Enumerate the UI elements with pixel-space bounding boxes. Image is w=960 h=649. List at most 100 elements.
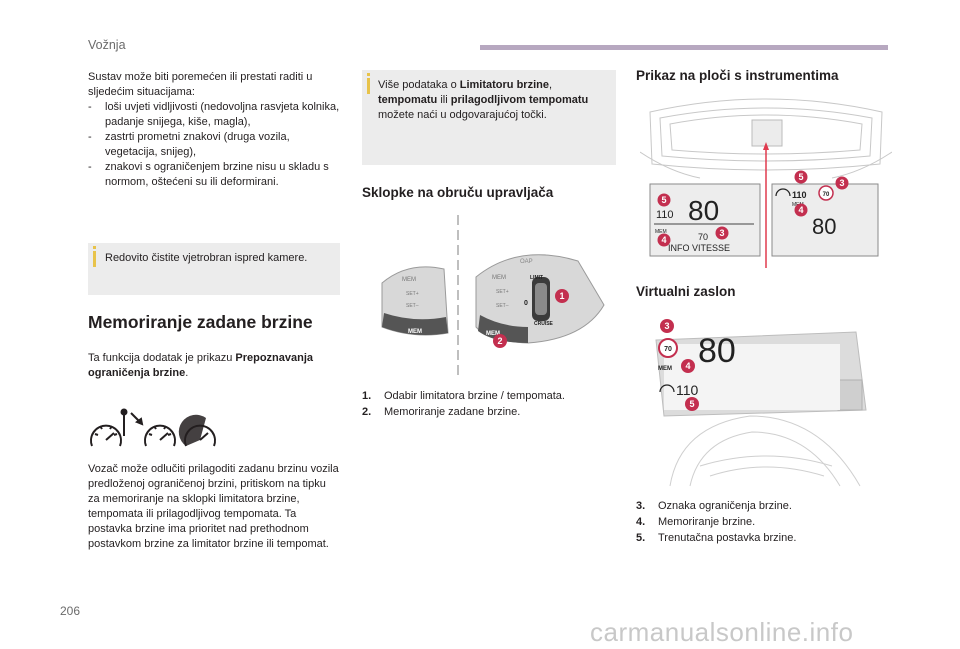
instrument-cluster-illustration: 110 80 MEM 70 INFO VITESSE 5 3 4 110 MEM… xyxy=(640,98,892,268)
dashboard-outline xyxy=(640,98,892,179)
set-speed-text: 110 xyxy=(676,382,699,398)
set-plus-label: SET+ xyxy=(406,291,419,297)
speedometer-filled-icon xyxy=(178,414,216,447)
callout-2: 2 xyxy=(493,334,507,348)
list-item: zastrti prometni znakovi (druga vozila, … xyxy=(88,130,340,160)
right-stalk: OAP MEM MEM SET+ SET– LIMIT 0 CRUISE xyxy=(475,254,605,344)
section-heading: Sklopke na obruču upravljača xyxy=(362,185,554,200)
set-plus-label: SET+ xyxy=(496,289,509,295)
info-icon xyxy=(367,73,370,94)
svg-text:5: 5 xyxy=(661,195,666,205)
steering-stalk-illustration: MEM MEM SET+ SET– OAP MEM MEM SET+ SET– … xyxy=(381,215,605,380)
limit-sign-icon xyxy=(818,185,834,201)
left-stalk: MEM MEM SET+ SET– xyxy=(381,266,449,336)
note-box-camera: Redovito čistite vjetrobran ispred kamer… xyxy=(88,243,340,295)
switch-legend: 1.Odabir limitatora brzine / tempomata. … xyxy=(362,388,616,420)
text-span: Ta funkcija dodatak je prikazu xyxy=(88,352,236,364)
svg-text:2: 2 xyxy=(497,336,502,346)
cluster-display-right: 110 MEM 70 80 5 3 4 xyxy=(771,170,879,257)
legend-number: 4. xyxy=(636,516,646,528)
legend-text: Trenutačna postavka brzine. xyxy=(658,532,797,544)
section-label: Vožnja xyxy=(88,38,126,52)
limit-value: 70 xyxy=(698,232,708,242)
legend-row: 2. Memoriranje zadane brzine. xyxy=(362,404,616,420)
speedometer-icon xyxy=(90,424,122,447)
svg-text:5: 5 xyxy=(798,172,803,182)
mem-label: MEM xyxy=(492,275,506,281)
callout-3: 3 xyxy=(715,226,729,240)
link-term: tempomatu xyxy=(378,94,438,106)
svg-text:3: 3 xyxy=(719,228,724,238)
speedometer-icon xyxy=(144,424,176,447)
callout-3: 3 xyxy=(660,319,674,333)
callout-4: 4 xyxy=(657,233,671,247)
cluster-display-left: 110 80 MEM 70 INFO VITESSE 5 3 4 xyxy=(649,183,761,257)
section-heading: Memoriranje zadane brzine xyxy=(88,312,313,332)
driver-paragraph: Vozač može odlučiti prilagoditi zadanu b… xyxy=(88,463,339,550)
speed-value: 80 xyxy=(688,195,719,226)
speedometer-icon xyxy=(659,384,675,393)
legend-row: 5. Trenutačna postavka brzine. xyxy=(636,530,890,546)
virtual-display-illustration: 70 80 MEM 110 3 4 5 xyxy=(655,319,867,487)
svg-text:3: 3 xyxy=(664,321,669,331)
set-minus-label: SET– xyxy=(496,303,509,309)
legend-text: Memoriranje zadane brzine. xyxy=(384,406,521,418)
legend-row: 1.Odabir limitatora brzine / tempomata. xyxy=(362,388,616,404)
set-speed-text: 110 xyxy=(656,209,674,221)
note-box-more-info: Više podataka o Limitatoru brzine, tempo… xyxy=(362,70,616,165)
info-icon xyxy=(93,246,96,267)
legend-number: 5. xyxy=(636,532,646,544)
list-item: znakovi s ograničenjem brzine nisu u skl… xyxy=(88,160,340,190)
watermark: carmanualsonline.info xyxy=(590,617,854,647)
function-paragraph: Ta funkcija dodatak je prikazu Prepoznav… xyxy=(88,351,340,381)
legend-number: 2. xyxy=(362,406,372,418)
text-span: . xyxy=(185,367,189,379)
callout-5: 5 xyxy=(794,170,808,184)
speed-value: 80 xyxy=(812,214,836,239)
section-heading: Virtualni zaslon xyxy=(636,284,736,299)
callout-4: 4 xyxy=(681,359,695,373)
steering-wheel-outline xyxy=(669,415,861,487)
legend-row: 4. Memoriranje brzine. xyxy=(636,514,890,530)
callout-5: 5 xyxy=(657,193,671,207)
page-number: 206 xyxy=(60,604,81,618)
mem-label: MEM xyxy=(655,229,667,235)
list-item: loši uvjeti vidljivosti (nedovoljna rasv… xyxy=(88,100,340,130)
note-text: Redovito čistite vjetrobran ispred kamer… xyxy=(105,252,308,264)
speedometer-icon xyxy=(775,188,791,197)
limit-value: 70 xyxy=(823,192,830,198)
display-legend: 3. Oznaka ograničenja brzine. 4. Memoriran… xyxy=(636,498,890,546)
section-heading: Prikaz na ploči s instrumentima xyxy=(636,68,839,83)
info-text: INFO VITESSE xyxy=(668,243,730,253)
set-minus-label: SET– xyxy=(406,303,419,309)
legend-number: 3. xyxy=(636,500,646,512)
text-span: , xyxy=(548,79,553,91)
header-accent-bar xyxy=(480,45,888,50)
oap-label: OAP xyxy=(520,259,533,265)
legend-row: 3. Oznaka ograničenja brzine. xyxy=(636,498,890,514)
conditions-list: loši uvjeti vidljivosti (nedovoljna rasv… xyxy=(88,100,340,190)
text-span: možete naći u odgovarajućoj točki. xyxy=(378,109,547,121)
svg-text:4: 4 xyxy=(798,205,803,215)
legend-text: Odabir limitatora brzine / tempomata. xyxy=(384,390,565,402)
svg-text:5: 5 xyxy=(689,399,694,409)
legend-text: Oznaka ograničenja brzine. xyxy=(658,500,792,512)
mem-label: MEM xyxy=(486,331,500,337)
callout-1: 1 xyxy=(555,289,569,303)
legend-text: Memoriranje brzine. xyxy=(658,516,756,528)
limit-value: 70 xyxy=(664,346,672,353)
link-term: prilagodljivom tempomatu xyxy=(450,94,589,106)
svg-text:1: 1 xyxy=(559,291,564,301)
text-span: Više podataka o xyxy=(378,79,460,91)
zero-label: 0 xyxy=(524,300,528,307)
limit-label: LIMIT xyxy=(530,275,543,281)
text-span: ili xyxy=(437,94,451,106)
limit-sign-icon xyxy=(658,338,678,358)
link-term: Limitatoru brzine xyxy=(459,79,549,91)
intro-block: Sustav može biti poremećen ili prestati … xyxy=(88,70,340,190)
callout-5: 5 xyxy=(685,397,699,411)
speed-value: 80 xyxy=(698,332,736,370)
speed-memorization-icons xyxy=(90,408,216,447)
bold-term: Prepoznavanja ograničenja brzine xyxy=(88,352,314,379)
svg-text:4: 4 xyxy=(661,235,666,245)
